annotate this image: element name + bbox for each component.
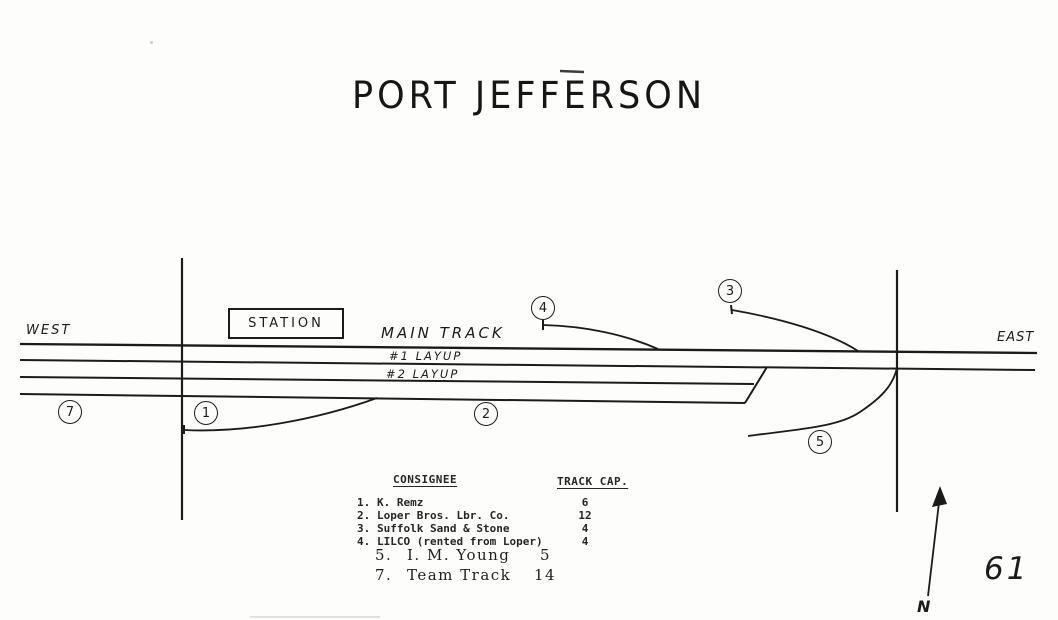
scan-speck [150, 41, 153, 44]
consignee-name: I. M. Young [407, 546, 511, 564]
east-label: EAST [997, 330, 1035, 345]
consignee-name: Team Track [407, 566, 512, 584]
row-number: 5. [375, 546, 393, 564]
row-number: 1. [357, 496, 371, 509]
row-number: 7. [375, 566, 393, 584]
track-capacity: 4 [581, 535, 589, 548]
spur-circle-1: 1 [194, 401, 218, 425]
layup2-track-line [19, 376, 755, 385]
row-number: 4. [357, 535, 371, 548]
spur-circle-4: 4 [531, 296, 555, 320]
track-capacity: 14 [534, 566, 557, 584]
consignee-table: CONSIGNEE TRACK CAP. 1. K. Remz 6 2. Lop… [350, 470, 660, 600]
spur-5-track [747, 367, 898, 437]
scan-smudge [250, 616, 380, 618]
north-arrow-head [932, 486, 947, 507]
consignee-name: Suffolk Sand & Stone [377, 522, 510, 535]
track-capacity: 6 [581, 496, 589, 509]
track-capacity: 12 [578, 509, 592, 522]
layup2-label: #2 LAYUP [386, 367, 460, 381]
spur-circle-5: 5 [808, 430, 832, 454]
track-cap-header: TRACK CAP. [557, 475, 629, 488]
track-capacity: 5 [540, 546, 552, 564]
station-label: STATION [248, 316, 324, 331]
main-track-line [19, 342, 1038, 355]
row-number: 2. [357, 509, 371, 522]
consignee-header: CONSIGNEE [393, 473, 458, 486]
consignee-name: LILCO (rented from Loper) [377, 535, 543, 548]
spur-3-end-tick [730, 304, 733, 315]
spur-circle-3: 3 [718, 279, 742, 303]
spur-4-track [542, 324, 659, 350]
station-box: STATION [228, 308, 344, 339]
consignee-name: K. Remz [377, 496, 424, 509]
page-number: 61 [984, 551, 1030, 587]
spur-1-track [183, 397, 378, 432]
east-ladder-switch-line [744, 366, 768, 404]
layup1-track-line [19, 359, 1036, 371]
page-title: PORT JEFFERSON [351, 74, 706, 118]
main-track-label: MAIN TRACK [381, 324, 505, 342]
north-compass-label: N [917, 597, 931, 616]
spur-circle-7: 7 [58, 400, 82, 424]
west-label: WEST [26, 323, 72, 338]
row-number: 3. [357, 522, 371, 535]
north-arrow-line [927, 493, 941, 597]
loper-track-line [19, 393, 746, 404]
consignee-name: Loper Bros. Lbr. Co. [377, 509, 510, 522]
layup1-label: #1 LAYUP [389, 349, 463, 363]
spur-3-track [731, 309, 859, 352]
spur-circle-2: 2 [474, 402, 498, 426]
scan-stray-mark [559, 69, 585, 74]
track-capacity: 4 [581, 522, 589, 535]
